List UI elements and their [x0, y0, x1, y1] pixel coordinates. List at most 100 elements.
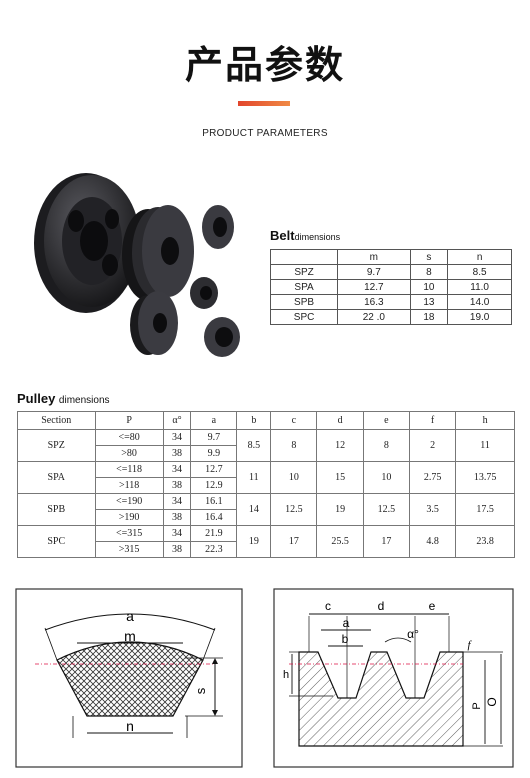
pulley-section-cell: SPA	[17, 461, 96, 494]
belt-cell: 22 .0	[337, 309, 411, 325]
pulley-cell: 16.1	[190, 493, 238, 510]
label-c: c	[325, 599, 331, 613]
pulley-section-cell: SPB	[17, 493, 96, 526]
label-h: h	[283, 669, 289, 681]
pulley-heading-bold: Pulley	[17, 391, 56, 406]
pulley-cell-f: 3.5	[408, 493, 457, 526]
pulley-header-cell: h	[455, 411, 515, 430]
label-p: P	[471, 702, 483, 709]
label-a: a	[343, 616, 350, 630]
pulley-header-cell: b	[236, 411, 272, 430]
label-m: m	[124, 628, 136, 644]
pulley-cell: 34	[162, 461, 192, 478]
label-o: O	[485, 697, 499, 706]
belt-cell: 8	[409, 264, 449, 280]
belt-dimensions-heading: Beltdimensions	[270, 228, 340, 243]
pulley-header-cell: f	[408, 411, 457, 430]
pulley-cell-c: 12.5	[270, 493, 318, 526]
pulley-header-cell: P	[94, 411, 164, 430]
pulley-cell: >118	[94, 477, 164, 494]
pulley-cell-e: 8	[362, 429, 410, 462]
pulley-cell: 12.9	[190, 477, 238, 494]
belt-header-cell: s	[409, 249, 449, 265]
pulley-header-cell: a	[190, 411, 238, 430]
pulley-cell: <=190	[94, 493, 164, 510]
pulley-cell: 22.3	[190, 541, 238, 558]
pulley-cell-e: 17	[362, 525, 410, 558]
pulley-cell: 12.7	[190, 461, 238, 478]
pulley-cell: >190	[94, 509, 164, 526]
belt-cross-section-diagram: a m s n	[15, 588, 243, 768]
pulley-header-cell: c	[270, 411, 318, 430]
pulley-cell: 38	[162, 477, 192, 494]
pulley-cell-d: 15	[316, 461, 364, 494]
belt-cell: SPB	[269, 294, 339, 310]
belt-cell: 8.5	[447, 264, 512, 280]
pulley-cell-b: 11	[236, 461, 272, 494]
label-s: s	[193, 687, 208, 694]
belt-cell: 16.3	[337, 294, 411, 310]
pulley-cell-f: 4.8	[408, 525, 457, 558]
title-underline-accent	[238, 101, 290, 106]
belt-header-cell: m	[337, 249, 411, 265]
pulley-cell-h: 17.5	[455, 493, 515, 526]
pulley-cell: 9.9	[190, 445, 238, 462]
pulley-cell-d: 12	[316, 429, 364, 462]
pulley-header-cell: α°	[162, 411, 192, 430]
belt-header-cell: n	[447, 249, 512, 265]
label-n: n	[126, 718, 134, 734]
pulley-cell-c: 8	[270, 429, 318, 462]
pulley-cell-h: 13.75	[455, 461, 515, 494]
pulley-cell: <=80	[94, 429, 164, 446]
pulley-cell: 34	[162, 525, 192, 542]
belt-cell: SPZ	[269, 264, 339, 280]
pulley-cell: <=315	[94, 525, 164, 542]
page-subtitle: PRODUCT PARAMETERS	[202, 128, 328, 139]
pulley-cell: <=118	[94, 461, 164, 478]
pulley-cell-d: 19	[316, 493, 364, 526]
pulley-cell: 9.7	[190, 429, 238, 446]
pulley-cell: >80	[94, 445, 164, 462]
pulley-cell-c: 10	[270, 461, 318, 494]
belt-cell: 18	[409, 309, 449, 325]
pulley-cell-f: 2	[408, 429, 457, 462]
pulley-section-cell: SPZ	[17, 429, 96, 462]
belt-cell: SPA	[269, 279, 339, 295]
product-photo-pulleys	[34, 173, 240, 357]
pulley-cell-b: 14	[236, 493, 272, 526]
pulley-cell-f: 2.75	[408, 461, 457, 494]
belt-cell: 13	[409, 294, 449, 310]
belt-heading-small: dimensions	[294, 232, 341, 242]
pulley-cell-h: 23.8	[455, 525, 515, 558]
pulley-groove-diagram: c d e a b α° f h P O	[273, 588, 514, 768]
belt-cell: 11.0	[447, 279, 512, 295]
pulley-cell: 34	[162, 429, 192, 446]
pulley-header-cell: e	[362, 411, 410, 430]
page-title: 产品参数	[184, 43, 345, 87]
pulley-cell: 34	[162, 493, 192, 510]
belt-cell: SPC	[269, 309, 339, 325]
label-alpha: α°	[407, 627, 419, 641]
pulley-header-cell: d	[316, 411, 364, 430]
belt-cell: 14.0	[447, 294, 512, 310]
pulley-section-cell: SPC	[17, 525, 96, 558]
diagram-frame	[273, 588, 514, 768]
label-b: b	[342, 632, 349, 646]
pulley-cell: 38	[162, 509, 192, 526]
belt-cell: 9.7	[337, 264, 411, 280]
belt-heading-bold: Belt	[270, 228, 295, 243]
pulley-cell-b: 19	[236, 525, 272, 558]
belt-cell: 19.0	[447, 309, 512, 325]
pulley-cell: 38	[162, 445, 192, 462]
belt-cell: 10	[409, 279, 449, 295]
